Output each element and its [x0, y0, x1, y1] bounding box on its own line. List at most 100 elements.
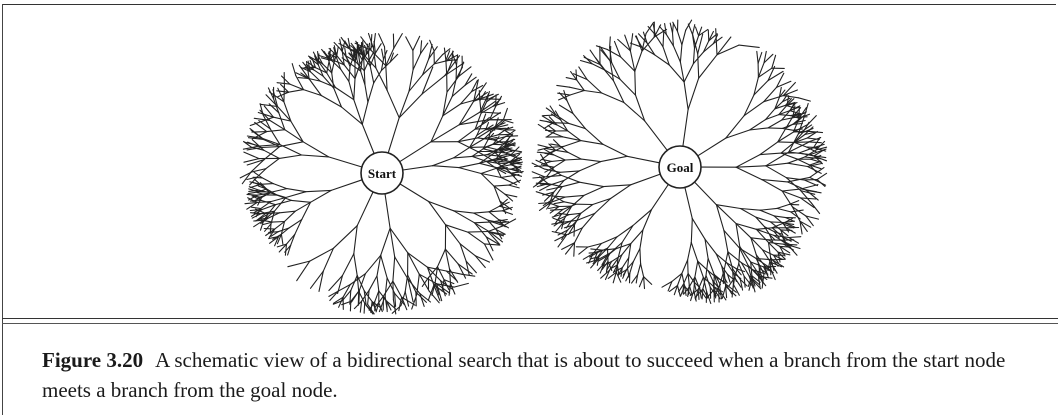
start-tree-branch — [253, 219, 265, 228]
goal-tree-branch — [765, 114, 780, 121]
goal-tree-branch — [643, 276, 653, 285]
goal-tree-branch — [761, 273, 765, 289]
goal-tree-branch — [799, 220, 803, 235]
goal-tree-branch — [552, 217, 565, 223]
start-tree-branch — [470, 79, 478, 93]
goal-tree-branch — [564, 158, 582, 161]
goal-tree-branch — [548, 195, 566, 198]
goal-tree-branch — [755, 228, 770, 244]
start-tree-branch — [398, 93, 423, 119]
goal-tree-branch — [615, 271, 622, 283]
start-tree-branch — [335, 54, 345, 66]
start-tree-branch — [276, 233, 282, 245]
start-tree-branch — [482, 138, 489, 150]
start-tree-branch — [375, 67, 388, 91]
goal-tree-branch — [776, 207, 792, 213]
start-tree-branch — [247, 141, 263, 149]
goal-tree-branch — [687, 273, 695, 283]
start-tree-branch — [457, 263, 467, 279]
start-tree-branch — [389, 227, 396, 258]
start-tree-branch — [262, 114, 271, 130]
goal-tree-branch — [635, 274, 639, 284]
start-tree-branch — [473, 211, 490, 214]
start-tree-branch — [477, 137, 494, 141]
start-tree-branch — [442, 91, 448, 117]
goal-tree-branch — [716, 277, 726, 283]
goal-tree-branch — [583, 55, 593, 65]
start-tree-branch — [271, 220, 286, 223]
goal-tree-branch — [771, 222, 785, 229]
start-tree-branch — [428, 290, 440, 304]
start-tree-branch — [250, 212, 262, 215]
goal-tree-branch — [816, 172, 828, 181]
goal-tree-branch — [793, 141, 810, 143]
goal-tree-branch — [549, 145, 565, 154]
start-tree-branch — [488, 205, 501, 213]
goal-tree-branch — [723, 275, 728, 284]
start-tree-branch — [421, 66, 434, 95]
start-tree-branch — [419, 40, 423, 55]
start-tree-branch — [337, 274, 344, 295]
goal-tree-branch — [715, 204, 725, 231]
goal-tree-branch — [767, 241, 772, 259]
goal-tree-branch — [808, 141, 822, 144]
start-tree-branch — [498, 198, 508, 207]
goal-tree-branch — [676, 30, 683, 46]
start-tree-branch — [360, 36, 372, 51]
goal-tree-branch — [697, 260, 709, 272]
goal-tree-branch — [629, 261, 634, 274]
start-tree-branch — [467, 230, 489, 233]
start-tree-branch — [422, 63, 435, 76]
goal-tree-branch — [601, 255, 608, 266]
start-tree-branch — [386, 300, 392, 311]
start-tree-branch — [283, 210, 296, 223]
start-tree-branch — [358, 273, 366, 291]
start-tree-branch — [354, 60, 365, 72]
start-tree-branch — [350, 290, 360, 302]
goal-tree-branch — [690, 218, 693, 244]
goal-tree-branch — [739, 278, 748, 287]
goal-tree-branch — [570, 71, 578, 81]
goal-tree-branch — [609, 47, 613, 64]
goal-tree-branch — [683, 81, 689, 110]
start-tree-branch — [353, 253, 358, 277]
start-tree-branch — [243, 158, 260, 163]
goal-tree-branch — [600, 269, 611, 279]
goal-tree-branch — [712, 285, 724, 293]
start-tree-branch — [363, 290, 373, 303]
goal-tree-branch — [806, 137, 820, 140]
goal-tree-branch — [576, 79, 585, 92]
goal-tree-branch — [546, 130, 557, 138]
goal-tree-branch — [631, 274, 639, 284]
goal-tree-branch — [643, 276, 646, 290]
goal-tree-branch — [541, 115, 554, 124]
goal-tree-branch — [762, 249, 775, 256]
start-tree-branch — [367, 42, 371, 55]
start-tree-branch — [328, 60, 333, 74]
goal-tree-branch — [621, 243, 632, 256]
start-tree-branch — [453, 282, 469, 288]
start-tree-branch — [349, 62, 362, 72]
start-tree-branch — [510, 171, 524, 174]
goal-tree-branch — [789, 105, 801, 112]
goal-tree-branch — [563, 205, 573, 220]
goal-tree-branch — [554, 234, 568, 242]
start-tree-branch — [399, 183, 430, 203]
goal-tree-branch — [618, 269, 627, 275]
start-tree-branch — [445, 224, 461, 245]
start-tree-branch — [367, 82, 375, 103]
goal-tree-branch — [790, 113, 802, 117]
goal-tree-branch — [632, 209, 653, 227]
start-tree-branch — [259, 103, 279, 108]
start-tree-branch — [280, 233, 284, 245]
start-tree-branch — [265, 94, 279, 108]
start-tree-branch — [503, 129, 513, 136]
goal-tree-branch — [584, 128, 604, 145]
goal-tree-branch — [548, 145, 565, 149]
goal-tree-branch — [780, 229, 789, 237]
goal-tree-branch — [775, 80, 792, 88]
start-tree-branch — [361, 123, 375, 155]
start-tree-branch — [311, 58, 317, 69]
goal-tree-branch — [613, 40, 622, 58]
goal-tree-branch — [564, 242, 576, 255]
